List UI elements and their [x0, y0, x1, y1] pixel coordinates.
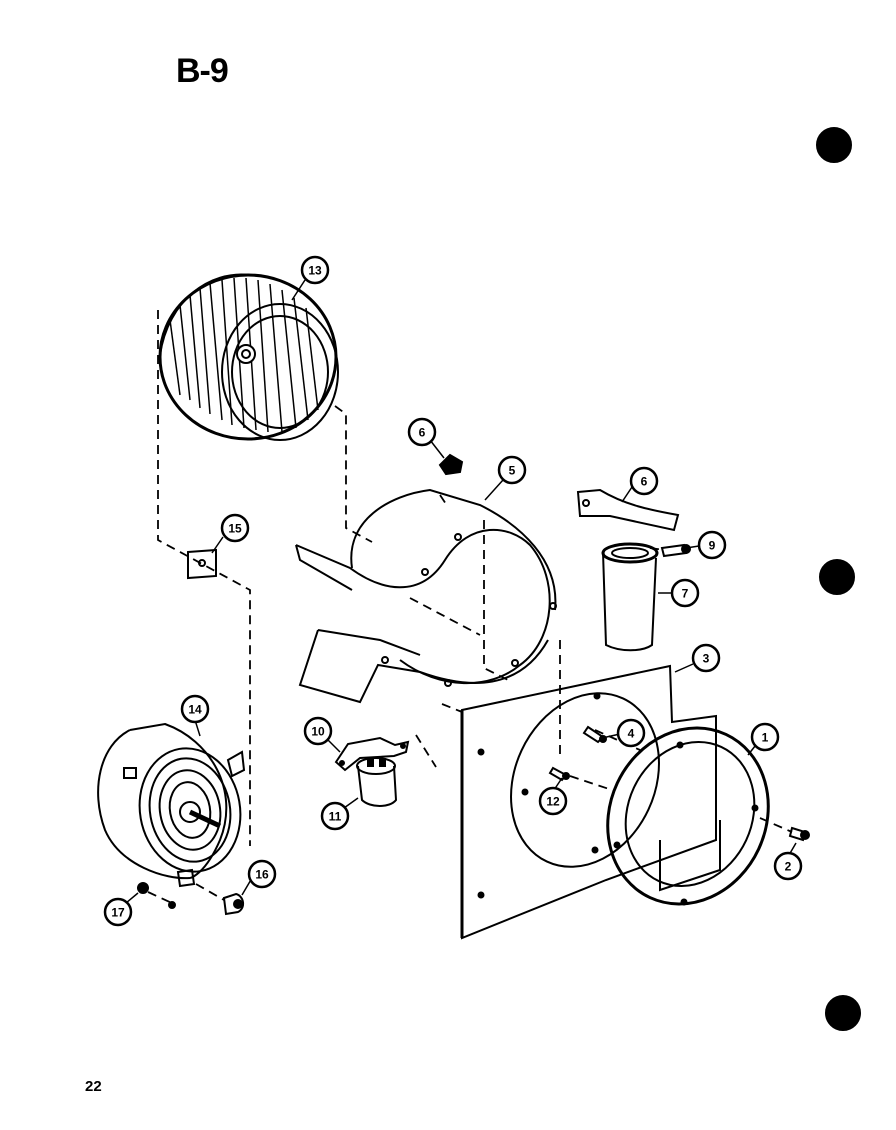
callout-label: 17 [111, 906, 125, 920]
callout-label: 4 [628, 727, 635, 741]
orifice-ring-drawing [606, 726, 770, 906]
assembly-guide-lines [147, 310, 793, 905]
callout-1: 1 [750, 722, 780, 752]
run-capacitor-drawing [356, 757, 398, 807]
callout-label: 12 [546, 795, 560, 809]
callout-label: 6 [419, 426, 426, 440]
callout-6-clip: 6 [407, 417, 437, 447]
motor-nut-drawing [137, 882, 176, 909]
callout-leader-lines [125, 279, 797, 904]
capacitor-strap-drawing [334, 736, 410, 772]
mounting-plate-drawing [460, 664, 717, 940]
callout-label: 16 [255, 868, 269, 882]
housing-clip-drawing [438, 453, 464, 476]
diagram-title: B-9 [176, 52, 229, 90]
callout-label: 1 [762, 731, 769, 745]
callout-7: 7 [670, 578, 700, 608]
callout-14: 14 [180, 694, 210, 724]
callout-13: 13 [300, 255, 330, 285]
blower-wheel-drawing [158, 273, 339, 441]
page-number: 22 [85, 1078, 102, 1095]
callout-4: 4 [616, 718, 646, 748]
binder-hole-bottom [825, 995, 861, 1031]
callout-2: 2 [773, 851, 803, 881]
motor-mount-plate-drawing [187, 548, 217, 580]
callout-3: 3 [691, 643, 721, 673]
part-callouts: 13 5 6 6 9 7 3 4 1 2 12 15 14 10 11 16 1… [103, 255, 803, 927]
callout-label: 10 [311, 725, 325, 739]
callout-label: 14 [188, 703, 202, 717]
bracket-screw-drawing [660, 543, 691, 558]
callout-label: 9 [709, 539, 716, 553]
callout-label: 11 [329, 810, 342, 824]
callout-label: 2 [785, 860, 792, 874]
capacitor-bracket-drawing [576, 488, 680, 532]
callout-9: 9 [697, 530, 727, 560]
callout-label: 13 [308, 264, 322, 278]
callout-10: 10 [303, 716, 333, 746]
callout-11: 11 [320, 801, 350, 831]
ring-screw-drawing [788, 826, 810, 842]
callout-6-bracket: 6 [629, 466, 659, 496]
callout-12: 12 [538, 786, 568, 816]
motor-screw-drawing [548, 766, 570, 782]
callout-17: 17 [103, 897, 133, 927]
callout-15: 15 [220, 513, 250, 543]
callout-label: 6 [641, 475, 648, 489]
callout-label: 15 [228, 522, 242, 536]
blower-housing-drawing [295, 488, 557, 704]
capacitor-drawing [601, 542, 659, 652]
plate-screw-drawing [582, 725, 607, 744]
callout-5: 5 [497, 455, 527, 485]
motor-grommet-drawing [222, 892, 244, 916]
binder-hole-middle [819, 559, 855, 595]
binder-hole-top [816, 127, 852, 163]
callout-label: 7 [682, 587, 689, 601]
blower-motor-drawing [97, 722, 246, 888]
callout-16: 16 [247, 859, 277, 889]
callout-label: 5 [509, 464, 516, 478]
callout-label: 3 [703, 652, 710, 666]
